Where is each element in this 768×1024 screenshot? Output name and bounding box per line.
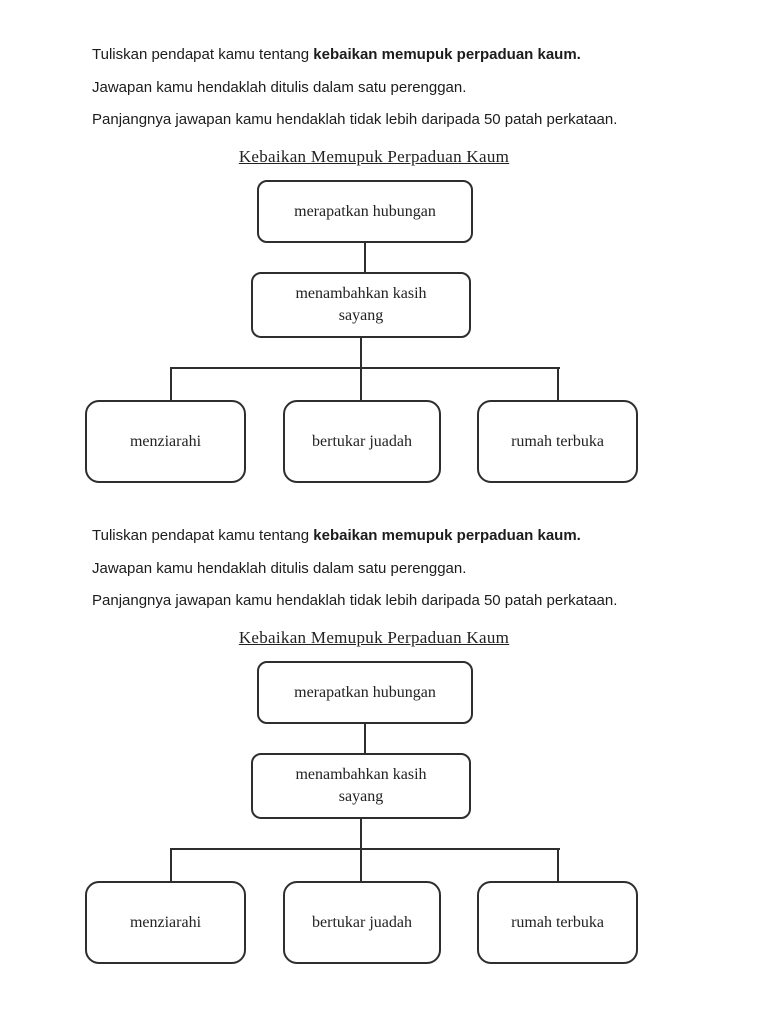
diagram-middle-node-label: menambahkan kasih sayang: [295, 285, 427, 324]
instruction-line-1-bold-phrase: kebaikan memupuk perpaduan kaum.: [313, 46, 581, 63]
instruction-line-1-bold-phrase: kebaikan memupuk perpaduan kaum.: [313, 527, 581, 544]
connector-middle-to-bar: [360, 819, 362, 848]
diagram-leaf-node: rumah terbuka: [477, 881, 638, 964]
connector-root-to-middle: [364, 724, 366, 753]
diagram-middle-node-label: menambahkan kasih sayang: [295, 766, 427, 805]
diagram-root-node: merapatkan hubungan: [257, 180, 473, 243]
connector-horizontal-bar: [170, 848, 560, 850]
diagram-leaf-node-label: bertukar juadah: [312, 432, 412, 450]
diagram-leaf-node: rumah terbuka: [477, 400, 638, 483]
diagram-leaf-node-label: menziarahi: [129, 432, 202, 450]
diagram-leaf-node-label: menziarahi: [129, 913, 202, 931]
instruction-line-1: Tuliskan pendapat kamu tentang kebaikan …: [92, 526, 581, 545]
connector-stem-right: [557, 848, 559, 881]
diagram-leaf-node-label: rumah terbuka: [511, 432, 604, 450]
diagram-leaf-node: bertukar juadah: [283, 400, 441, 483]
diagram-middle-node: menambahkan kasih sayang: [251, 272, 471, 338]
connector-stem-right: [557, 367, 559, 400]
instruction-line-3: Panjangnya jawapan kamu hendaklah tidak …: [92, 111, 618, 128]
connector-middle-to-bar: [360, 338, 362, 367]
instruction-line-3: Panjangnya jawapan kamu hendaklah tidak …: [92, 592, 618, 609]
connector-root-to-middle: [364, 243, 366, 272]
diagram-leaf-node-label: rumah terbuka: [511, 913, 604, 931]
connector-stem-left: [170, 848, 172, 881]
worksheet-section-2: Tuliskan pendapat kamu tentang kebaikan …: [0, 521, 768, 964]
diagram-leaf-node: bertukar juadah: [283, 881, 441, 964]
instruction-line-1-prefix: Tuliskan pendapat kamu tentang: [92, 527, 314, 544]
diagram-title: Kebaikan Memupuk Perpaduan Kaum: [238, 628, 510, 647]
instruction-line-2: Jawapan kamu hendaklah ditulis dalam sat…: [92, 79, 467, 96]
worksheet-section-1: Tuliskan pendapat kamu tentang kebaikan …: [0, 40, 768, 483]
instruction-line-2: Jawapan kamu hendaklah ditulis dalam sat…: [92, 560, 467, 577]
connector-stem-middle: [360, 367, 362, 400]
diagram-root-node: merapatkan hubungan: [257, 661, 473, 724]
connector-horizontal-bar: [170, 367, 560, 369]
diagram-root-node-label: merapatkan hubungan: [294, 683, 436, 701]
diagram-leaf-node-label: bertukar juadah: [312, 913, 412, 931]
diagram-leaf-node: menziarahi: [85, 400, 246, 483]
instruction-line-1: Tuliskan pendapat kamu tentang kebaikan …: [92, 45, 581, 64]
diagram-leaf-node: menziarahi: [85, 881, 246, 964]
diagram-middle-node: menambahkan kasih sayang: [251, 753, 471, 819]
connector-stem-middle: [360, 848, 362, 881]
diagram-title: Kebaikan Memupuk Perpaduan Kaum: [238, 147, 510, 166]
connector-stem-left: [170, 367, 172, 400]
instruction-line-1-prefix: Tuliskan pendapat kamu tentang: [92, 46, 314, 63]
diagram-root-node-label: merapatkan hubungan: [294, 202, 436, 220]
